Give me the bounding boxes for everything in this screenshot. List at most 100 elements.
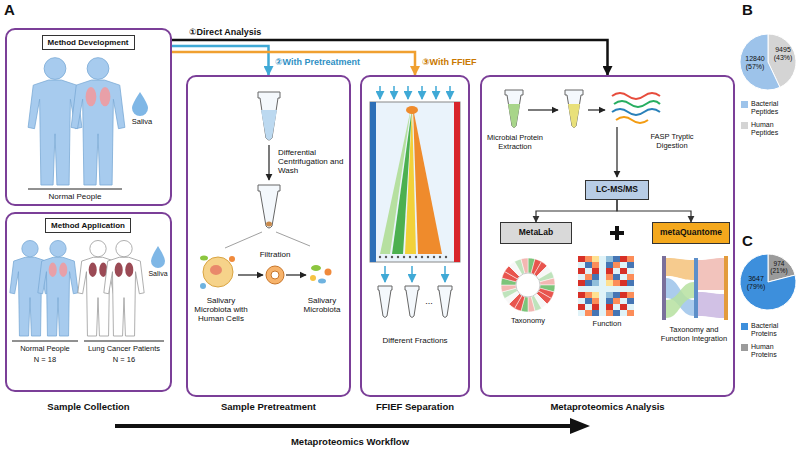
illustration-part <box>411 266 413 282</box>
panel-text: Microbial Protein Extraction <box>482 134 548 151</box>
illustration-part <box>229 256 235 262</box>
illustration-part <box>620 298 627 304</box>
legend-item: Bacterial Proteins <box>741 322 799 342</box>
illustration-part <box>578 256 585 262</box>
panel-text: Filtration <box>255 250 295 259</box>
illustration-part <box>578 274 585 280</box>
illustration-part <box>310 275 316 281</box>
illustration-part <box>415 256 417 258</box>
illustration-part <box>379 256 381 258</box>
illustration-part <box>405 286 419 318</box>
legend-swatch <box>741 122 748 129</box>
panel-text: N = 18 <box>10 356 80 365</box>
panel-text: Saliva <box>122 118 162 127</box>
illustration-part <box>613 304 620 310</box>
illustration-part <box>606 286 613 292</box>
illustration-part <box>662 256 666 320</box>
illustration-part <box>740 254 796 310</box>
panel-text: Salivary Microbiota with Human Cells <box>188 296 254 324</box>
section-caption: Sample Collection <box>5 402 172 413</box>
illustration-part <box>501 258 555 312</box>
illustration-part <box>445 256 447 258</box>
illustration-part <box>606 298 613 304</box>
legend-item: Human Peptides <box>741 121 799 141</box>
illustration-part <box>22 240 38 256</box>
illustration-part <box>585 286 592 292</box>
illustration-part <box>666 258 694 280</box>
illustration-part <box>370 102 376 262</box>
illustration-part <box>427 256 429 258</box>
illustration-part <box>578 286 585 292</box>
illustration-part <box>694 258 698 318</box>
illustration-part <box>59 263 67 277</box>
legend-item: Human Proteins <box>741 343 799 363</box>
illustration-part <box>38 257 78 336</box>
illustration-part <box>613 280 620 286</box>
section-caption: FFIEF Separation <box>360 402 470 413</box>
illustration-part <box>50 240 66 256</box>
illustration-part <box>200 256 208 261</box>
illustration-part <box>421 86 423 99</box>
panel-letter: C <box>742 232 760 249</box>
illustration-part <box>409 256 411 258</box>
legend-text: Bacterial Peptides <box>751 100 798 116</box>
illustration-part <box>627 274 634 280</box>
process-box: LC-MS/MS <box>585 180 649 200</box>
illustration-part <box>599 274 606 280</box>
illustration-part <box>268 145 269 180</box>
illustration-part <box>100 87 111 106</box>
illustration-part <box>311 265 321 271</box>
illustration-part <box>44 58 66 80</box>
illustration-part <box>501 285 516 292</box>
illustration-part <box>12 341 78 342</box>
illustration-part <box>438 286 452 318</box>
pie-value: 3647 (79%) <box>744 275 768 291</box>
flow-connector <box>172 46 269 75</box>
illustration-part <box>627 292 634 298</box>
illustration-part <box>406 106 418 114</box>
illustration-part <box>620 262 627 268</box>
illustration-part <box>200 283 206 289</box>
illustration-part <box>613 256 620 262</box>
box-label: Method Development <box>48 38 129 47</box>
illustration-part <box>592 274 599 280</box>
illustration-part <box>449 86 451 99</box>
workflow-arrow <box>115 418 590 434</box>
panel-text: Differential Centrifugation and Wash <box>278 148 346 176</box>
panel-text: Normal People <box>10 345 80 354</box>
illustration-part <box>10 240 50 336</box>
workflow-panel: Normal PeopleN = 18Lung Cancer PatientsN… <box>5 212 172 392</box>
illustration-part <box>620 268 627 274</box>
illustration-part <box>151 246 165 268</box>
illustration-part <box>454 102 460 262</box>
heading-box: Method Application <box>45 218 131 233</box>
section-caption: Metaproteomics Workflow <box>250 437 450 448</box>
box-label: Method Application <box>51 221 125 230</box>
illustration-part <box>585 280 592 286</box>
illustration-part <box>391 256 393 258</box>
panel-text: Lung Cancer Patients <box>82 345 166 354</box>
panel-text: Salivary Microbiota <box>296 296 348 314</box>
illustration-part <box>613 268 620 274</box>
panel-text: Taxonomy and Function Integration <box>655 326 733 343</box>
illustration-part <box>528 297 535 312</box>
illustration-part <box>599 292 606 298</box>
illustration-part <box>78 240 118 336</box>
illustration-part <box>403 256 405 258</box>
illustration-part <box>271 271 279 279</box>
panel-text: Function <box>574 320 640 329</box>
illustration-part <box>38 240 78 336</box>
illustration-part <box>585 304 592 310</box>
legend-swatch <box>741 344 748 351</box>
illustration-part <box>90 240 106 256</box>
legend-text: Human Proteins <box>751 343 798 359</box>
illustration-part <box>104 257 144 336</box>
illustration-part <box>385 256 387 258</box>
illustration-part <box>599 286 606 292</box>
illustration-part <box>740 34 780 90</box>
illustration-part <box>592 268 599 274</box>
illustration-part <box>620 280 627 286</box>
illustration-part <box>592 304 599 310</box>
illustration-part <box>286 274 306 275</box>
workflow-panel: Differential Centrifugation and WashFilt… <box>186 75 351 397</box>
